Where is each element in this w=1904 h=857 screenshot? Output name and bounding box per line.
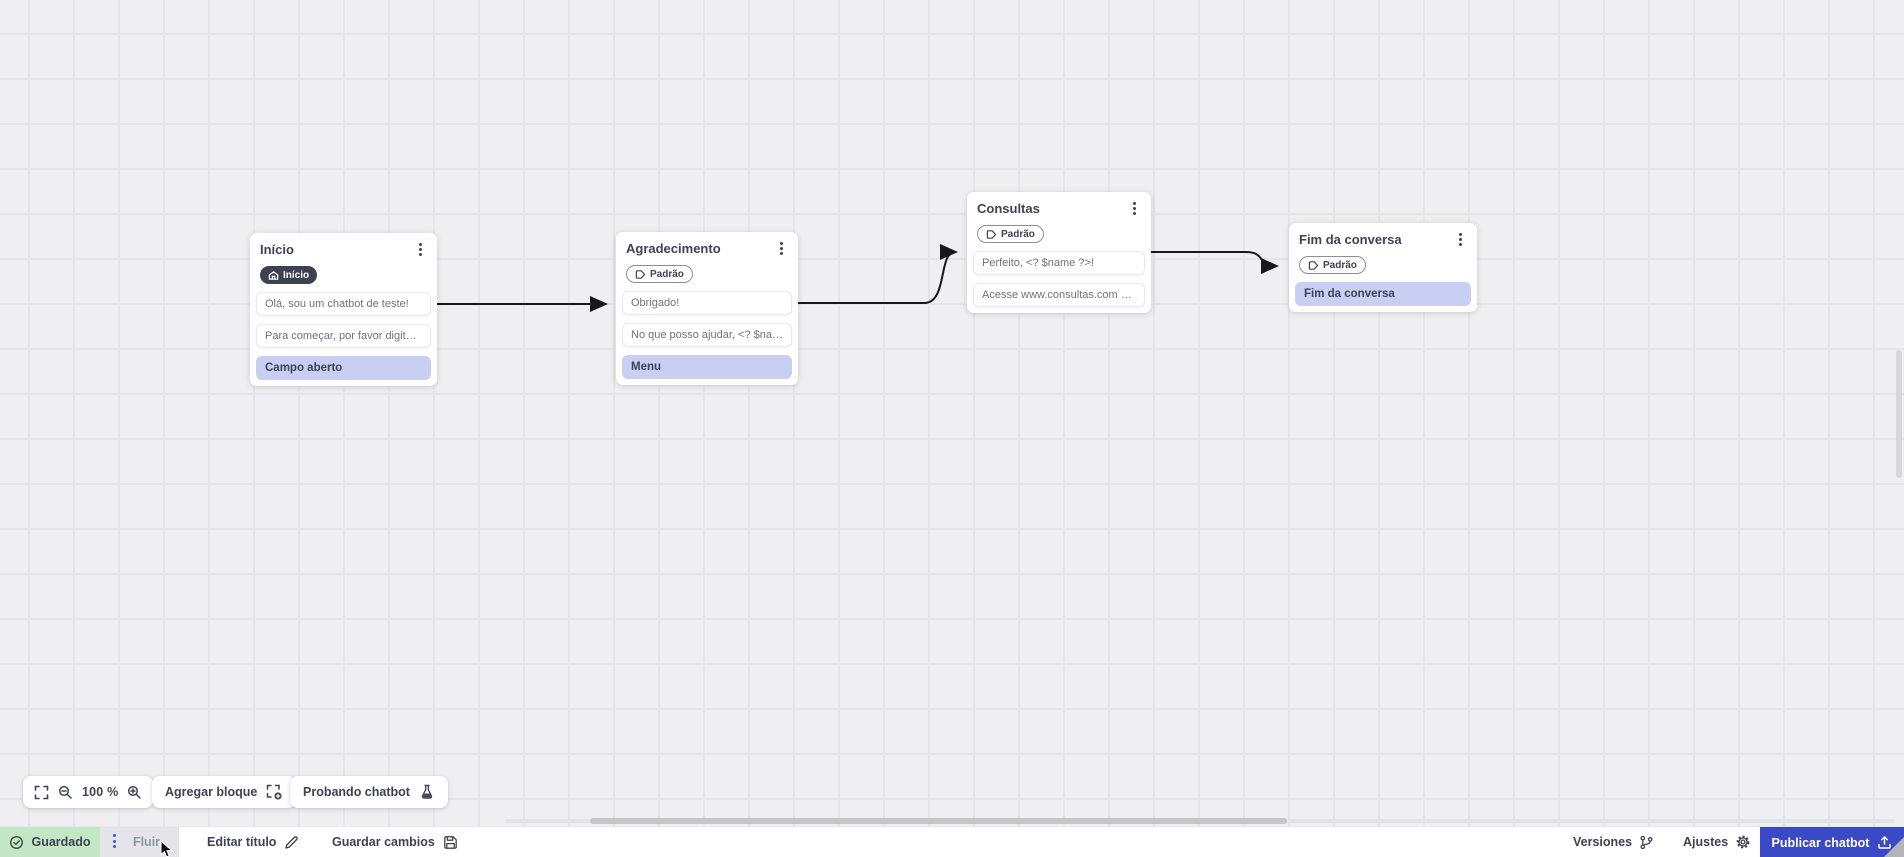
node-type-badge: Padrão bbox=[977, 225, 1044, 243]
check-circle-icon bbox=[10, 835, 24, 849]
floppy-icon bbox=[443, 835, 457, 849]
kebab-menu-icon[interactable] bbox=[774, 240, 788, 256]
settings-button[interactable]: Ajustes bbox=[1683, 827, 1751, 857]
node-agradecimento[interactable]: Agradecimento Padrão Obrigado! No que po… bbox=[616, 232, 798, 385]
add-block-label: Agregar bloque bbox=[165, 785, 258, 799]
save-changes-button[interactable]: Guardar cambios bbox=[332, 827, 458, 857]
edit-title-label: Editar título bbox=[207, 835, 277, 849]
kebab-menu-icon[interactable] bbox=[413, 241, 427, 257]
test-chatbot-button[interactable]: Probando chatbot bbox=[290, 776, 448, 808]
action-row[interactable]: Fim da conversa bbox=[1295, 282, 1471, 306]
flow-name-label: Fluir bbox=[132, 835, 161, 849]
publish-label: Publicar chatbot bbox=[1771, 835, 1870, 850]
add-block-button[interactable]: Agregar bloque bbox=[152, 776, 297, 808]
fullscreen-icon[interactable] bbox=[34, 785, 49, 800]
wire-consultas-fim bbox=[1151, 251, 1279, 274]
action-row[interactable]: Menu bbox=[622, 355, 792, 379]
status-bar: Guardado Fluir Editar título Guardar cam… bbox=[0, 826, 1904, 857]
gear-icon bbox=[1736, 835, 1750, 849]
node-type-badge: Padrão bbox=[626, 265, 693, 283]
tag-icon bbox=[986, 229, 997, 239]
settings-label: Ajustes bbox=[1683, 835, 1729, 849]
corner-wedge bbox=[1884, 837, 1904, 857]
message-row[interactable]: Acesse www.consultas.com par... bbox=[973, 283, 1145, 307]
zoom-in-icon[interactable] bbox=[127, 785, 142, 800]
drag-handle-icon[interactable] bbox=[113, 834, 116, 848]
publish-chatbot-button[interactable]: Publicar chatbot bbox=[1760, 827, 1904, 857]
zoom-level: 100 % bbox=[82, 785, 119, 799]
wire-agradecimento-consultas bbox=[798, 244, 958, 304]
node-consultas[interactable]: Consultas Padrão Perfeito, <? $name ?>! … bbox=[967, 192, 1151, 313]
message-row[interactable]: Olá, sou um chatbot de teste! bbox=[256, 292, 431, 316]
saved-status-badge: Guardado bbox=[0, 827, 100, 857]
node-title: Consultas bbox=[977, 200, 1040, 216]
message-row[interactable]: Para começar, por favor digite o ... bbox=[256, 324, 431, 348]
node-type-badge: Início bbox=[260, 266, 318, 284]
message-row[interactable]: Obrigado! bbox=[622, 291, 792, 315]
node-fim-da-conversa[interactable]: Fim da conversa Padrão Fim da conversa bbox=[1289, 223, 1477, 312]
pencil-icon bbox=[285, 835, 299, 849]
node-inicio[interactable]: Início Início Olá, sou um chatbot de tes… bbox=[250, 233, 437, 386]
message-row[interactable]: No que posso ajudar, <? $name ... bbox=[622, 323, 792, 347]
tag-icon bbox=[635, 269, 646, 279]
zoom-out-icon[interactable] bbox=[58, 785, 73, 800]
node-title: Agradecimento bbox=[626, 240, 721, 256]
versions-label: Versiones bbox=[1573, 835, 1633, 849]
kebab-menu-icon[interactable] bbox=[1453, 231, 1467, 247]
git-branch-icon bbox=[1640, 835, 1653, 849]
tag-icon bbox=[1308, 260, 1319, 270]
zoom-toolbar: 100 % bbox=[23, 776, 154, 808]
node-title: Fim da conversa bbox=[1299, 231, 1402, 247]
add-block-icon bbox=[267, 784, 282, 800]
action-row[interactable]: Campo aberto bbox=[256, 356, 431, 380]
node-type-badge: Padrão bbox=[1299, 256, 1366, 274]
tab-flow-name[interactable]: Fluir bbox=[100, 827, 179, 857]
saved-label: Guardado bbox=[31, 835, 91, 849]
save-changes-label: Guardar cambios bbox=[332, 835, 435, 849]
message-row[interactable]: Perfeito, <? $name ?>! bbox=[973, 251, 1145, 275]
versions-button[interactable]: Versiones bbox=[1573, 827, 1654, 857]
node-title: Início bbox=[260, 241, 294, 257]
vertical-scrollbar[interactable] bbox=[1896, 350, 1902, 478]
edit-title-button[interactable]: Editar título bbox=[207, 827, 299, 857]
horizontal-scrollbar[interactable] bbox=[590, 818, 1287, 824]
test-chatbot-label: Probando chatbot bbox=[303, 785, 410, 799]
flask-icon bbox=[421, 784, 433, 799]
flow-canvas[interactable]: Início Início Olá, sou um chatbot de tes… bbox=[0, 0, 1904, 826]
home-icon bbox=[268, 270, 279, 280]
kebab-menu-icon[interactable] bbox=[1127, 200, 1141, 216]
